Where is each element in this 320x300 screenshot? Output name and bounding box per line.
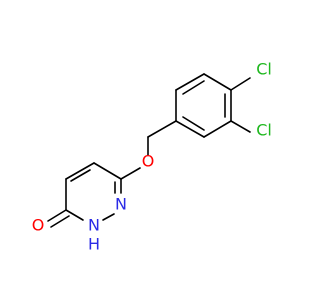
carbonyl-oxygen-label: O	[32, 216, 45, 235]
bond	[50, 215, 70, 228]
nh-hydrogen-label: H	[88, 235, 100, 254]
bond-double-inner	[182, 80, 205, 95]
bond-double-inner	[70, 169, 91, 182]
atom-labels: Cl Cl O N N H O	[32, 60, 272, 254]
bond	[120, 167, 141, 180]
bond	[93, 162, 122, 180]
bond	[147, 120, 177, 138]
bond	[47, 209, 67, 222]
bonds	[47, 73, 251, 228]
bond	[203, 120, 232, 138]
nh-nitrogen-label: N	[88, 216, 100, 235]
nitrogen-label: N	[115, 195, 127, 214]
bond	[230, 120, 251, 133]
ether-oxygen-label: O	[142, 152, 155, 171]
bond	[175, 73, 205, 91]
chlorine-label-bottom: Cl	[256, 121, 272, 140]
bond	[175, 120, 205, 138]
bond	[230, 77, 251, 91]
chlorine-label-top: Cl	[256, 60, 272, 79]
bond	[65, 209, 84, 221]
bond	[203, 73, 232, 91]
molecule-structure: Cl Cl O N N H O	[32, 60, 272, 254]
bond	[102, 213, 115, 221]
bond	[65, 162, 95, 180]
bond-double-inner	[182, 116, 205, 131]
